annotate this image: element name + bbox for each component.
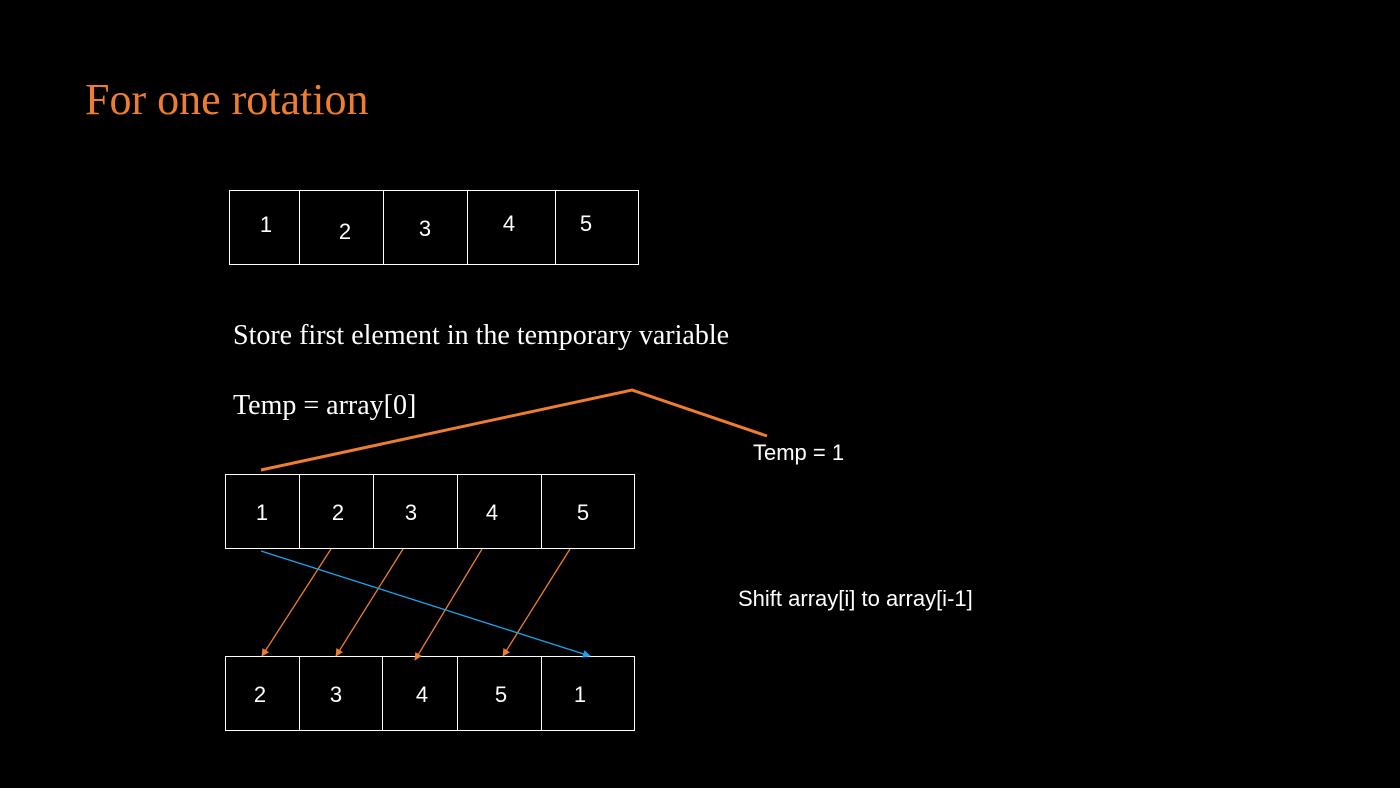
array-cell: 3: [300, 657, 383, 730]
step-description: Store first element in the temporary var…: [233, 320, 730, 351]
cell-value: 1: [259, 212, 273, 237]
array-cell: 3: [384, 191, 468, 264]
array-cell: 2: [300, 191, 384, 264]
cell-value: 3: [329, 682, 343, 707]
cell-value: 5: [494, 682, 508, 707]
shift-arrow: [414, 548, 483, 661]
shift-arrow: [335, 548, 404, 657]
cell-value: 1: [255, 500, 269, 525]
cell-value: 2: [253, 682, 267, 707]
array-cell: 2: [300, 475, 374, 548]
temp-copy-connector: [260, 388, 768, 472]
temp-value-label: Temp = 1: [753, 440, 845, 465]
array-cell: 3: [374, 475, 458, 548]
shift-arrow: [502, 548, 571, 657]
array-cell: 4: [458, 475, 542, 548]
shift-arrow: [261, 548, 332, 657]
array-cell: 1: [542, 657, 634, 730]
array-cell: 1: [226, 475, 300, 548]
cell-value: 2: [338, 219, 352, 244]
array-initial: 1 2 3 4 5: [229, 190, 639, 265]
temp-assignment-code: Temp = array[0]: [233, 390, 417, 421]
array-before-shift: 1 2 3 4 5: [225, 474, 635, 549]
shift-description: Shift array[i] to array[i-1]: [738, 586, 973, 611]
array-cell: 5: [556, 191, 638, 264]
cell-value: 4: [502, 211, 516, 236]
array-cell: 1: [230, 191, 300, 264]
cell-value: 3: [418, 216, 432, 241]
array-cell: 5: [542, 475, 634, 548]
array-after-rotation: 2 3 4 5 1: [225, 656, 635, 731]
wrap-around-arrow: [260, 550, 591, 658]
cell-value: 3: [404, 500, 418, 525]
cell-value: 5: [576, 500, 590, 525]
array-cell: 4: [468, 191, 556, 264]
cell-value: 4: [415, 682, 429, 707]
slide-title: For one rotation: [85, 75, 369, 124]
array-cell: 2: [226, 657, 300, 730]
array-cell: 4: [383, 657, 458, 730]
cell-value: 1: [573, 682, 587, 707]
cell-value: 2: [331, 500, 345, 525]
cell-value: 4: [485, 500, 499, 525]
array-cell: 5: [458, 657, 542, 730]
cell-value: 5: [579, 211, 593, 236]
